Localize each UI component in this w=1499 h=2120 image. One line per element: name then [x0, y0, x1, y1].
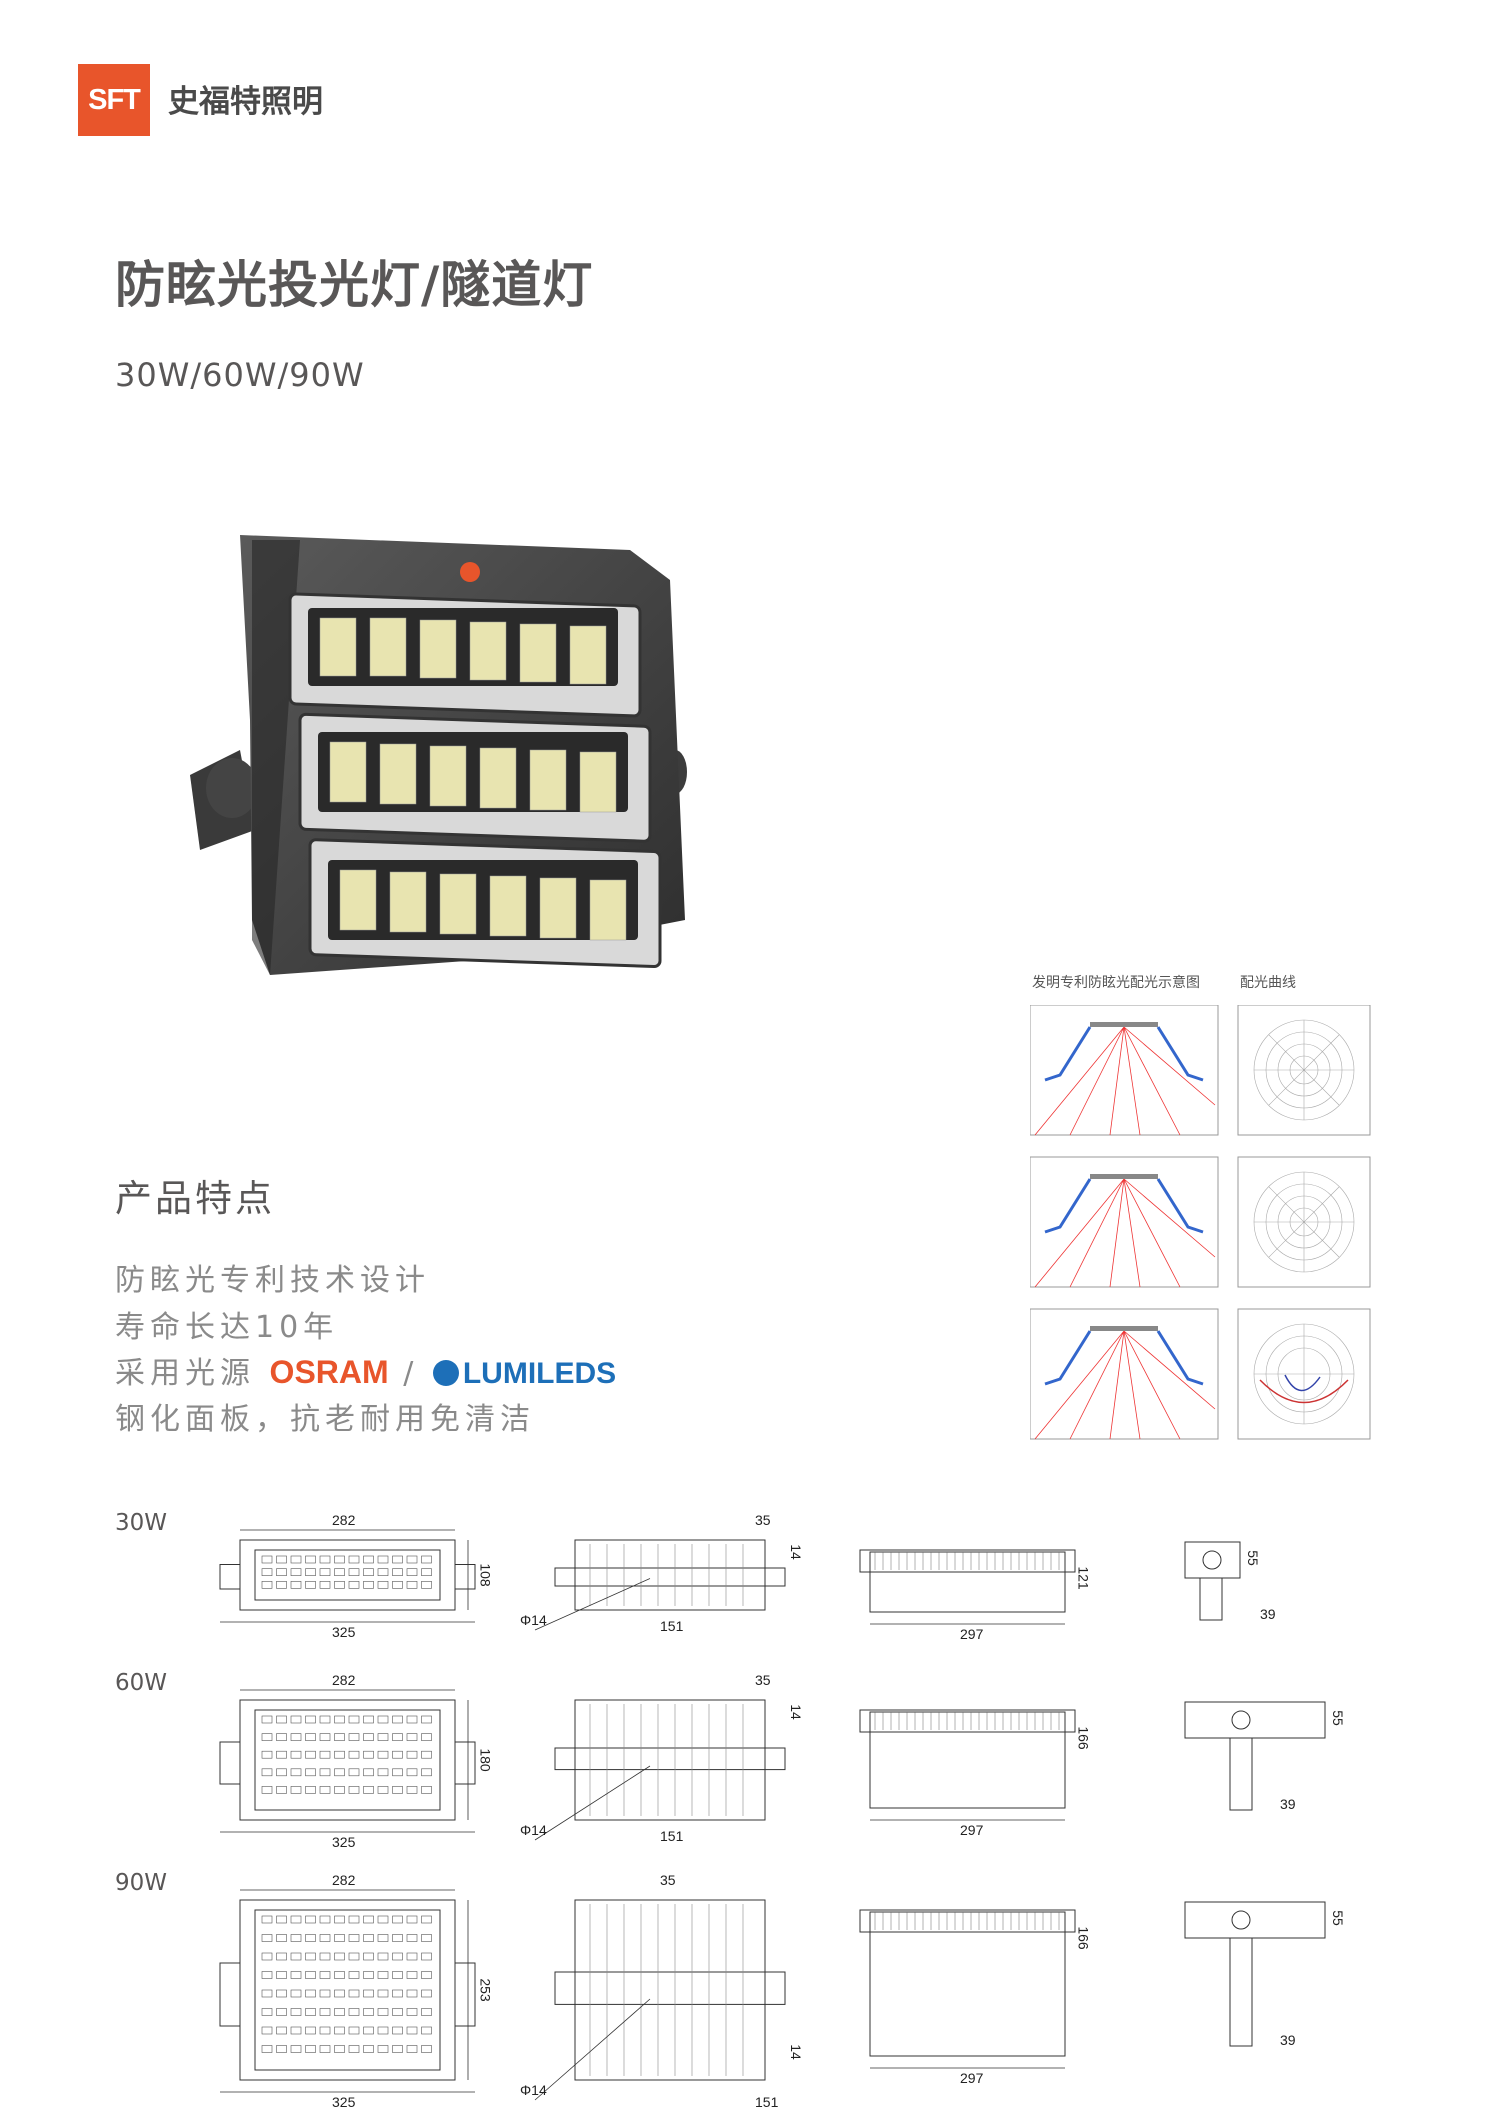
dimension-top-height: 121: [1075, 1566, 1092, 1590]
lumileds-logo-text: LUMILEDS: [462, 1357, 617, 1390]
feature-item: 钢化面板，抗老耐用免清洁: [115, 1402, 535, 1437]
features-heading: 产品特点: [115, 1177, 275, 1220]
lumileds-logo: LUMILEDS: [432, 1357, 617, 1390]
dimension-side-diameter: Φ14: [520, 2082, 547, 2098]
dimension-front-overall-width: 325: [332, 2094, 356, 2110]
page-title: 防眩光投光灯/隧道灯: [115, 256, 594, 314]
dimension-top-width: 297: [960, 1822, 984, 1838]
dimension-front-overall-width: 325: [332, 1624, 356, 1640]
dimension-side-depth: 35: [660, 1872, 676, 1888]
wattage-label: 30W: [115, 1510, 168, 1536]
technical-drawing: [219, 1889, 1326, 2101]
dimension-front-width: 282: [332, 1672, 356, 1688]
patent-diagram-caption: 发明专利防眩光配光示意图: [1032, 975, 1200, 991]
dimension-side-depth: 151: [660, 1828, 684, 1844]
feature-item: 防眩光专利技术设计: [115, 1263, 430, 1298]
wattage-label: 60W: [115, 1670, 168, 1696]
technical-drawing: [219, 1529, 1241, 1631]
wattage-label: 90W: [115, 1870, 168, 1896]
anti-glare-diagrams: [1030, 1005, 1371, 1440]
brand-logo-mark: SFT: [78, 64, 150, 136]
feature-item: 寿命长达10年: [115, 1310, 339, 1345]
brand-separator: /: [403, 1356, 419, 1391]
dimension-side-diameter: Φ14: [520, 1612, 547, 1628]
technical-drawing: [219, 1689, 1326, 1841]
light-source-label: 采用光源: [115, 1356, 255, 1391]
dimension-front-height: 180: [477, 1748, 494, 1772]
dimension-side-small: 14: [787, 1704, 804, 1720]
dimension-top-height: 166: [1075, 1726, 1092, 1750]
product-image: [190, 535, 687, 975]
dimension-side-top: 35: [755, 1672, 771, 1688]
dimension-bracket-height: 55: [1329, 1910, 1346, 1926]
dimension-front-width: 282: [332, 1872, 356, 1888]
dimension-side-diameter: Φ14: [520, 1822, 547, 1838]
wattage-subtitle: 30W/60W/90W: [115, 356, 365, 394]
dimension-bracket-width: 39: [1280, 2032, 1296, 2048]
dimension-side-small: 14: [787, 1544, 804, 1560]
dimension-top-width: 297: [960, 1626, 984, 1642]
dimension-side-top: 151: [755, 2094, 779, 2110]
dimension-side-small: 14: [787, 2044, 804, 2060]
osram-logo: OSRAM: [269, 1354, 389, 1390]
brand-name: 史福特照明: [168, 84, 323, 120]
dimension-top-width: 297: [960, 2070, 984, 2086]
light-curve-caption: 配光曲线: [1240, 975, 1296, 991]
dimension-front-width: 282: [332, 1512, 356, 1528]
dimension-bracket-height: 55: [1244, 1550, 1261, 1566]
feature-light-source: 采用光源 OSRAM / LUMILEDS: [115, 1348, 616, 1392]
dimension-bracket-height: 55: [1329, 1710, 1346, 1726]
dimension-side-depth: 151: [660, 1618, 684, 1634]
dimension-top-height: 166: [1075, 1926, 1092, 1950]
dimension-front-height: 108: [477, 1563, 494, 1587]
dimension-front-height: 253: [477, 1978, 494, 2002]
dimension-bracket-width: 39: [1260, 1606, 1276, 1622]
dimension-bracket-width: 39: [1280, 1796, 1296, 1812]
dimension-side-top: 35: [755, 1512, 771, 1528]
dimension-front-overall-width: 325: [332, 1834, 356, 1850]
